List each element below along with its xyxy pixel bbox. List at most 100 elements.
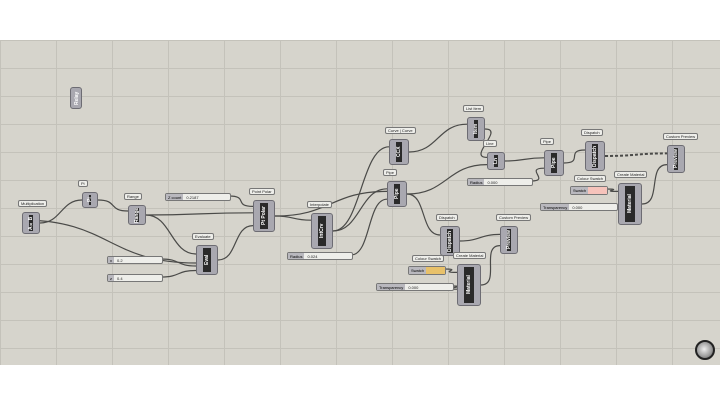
wire <box>605 188 619 192</box>
wire <box>21 219 197 264</box>
swatch2-color <box>426 267 445 274</box>
graph-component[interactable]: Eval <box>196 245 218 275</box>
wire <box>504 157 545 162</box>
item-component-name: Item <box>473 120 479 138</box>
pi-component[interactable]: Pi <box>82 192 98 208</box>
ccx-component-name: CCX <box>396 142 402 162</box>
wire <box>408 123 468 153</box>
intcrv-component-name: IntCrv <box>318 216 326 246</box>
pipe2-component-name: Pipe <box>551 153 557 173</box>
radius2-slider-value: 0.000 <box>487 179 498 185</box>
preview1-component-name: Preview <box>673 148 679 170</box>
transp1-slider-value: 0.000 <box>572 204 583 210</box>
pi-component-name: Pi <box>87 195 93 205</box>
dispatch1-label: Dispatch <box>581 129 603 136</box>
pipe1-component[interactable]: Pipe <box>387 181 407 207</box>
wire <box>480 245 501 286</box>
dispatch2-component[interactable]: Dispatch <box>440 226 460 256</box>
z-slider-label: z <box>108 275 114 281</box>
z-slider-value: 0.4 <box>117 275 123 281</box>
zcount-slider-label: Z count <box>166 194 184 200</box>
radius1-slider-label: Radius <box>288 253 305 259</box>
wire <box>350 198 388 256</box>
item-component[interactable]: Item <box>467 117 485 141</box>
transp1-slider-label: Transparency <box>541 204 570 210</box>
swatch2[interactable]: Swatch <box>408 266 446 275</box>
swatch1[interactable]: Swatch <box>570 186 608 195</box>
line-component-name: Ln <box>493 155 499 167</box>
preview2-label: Custom Preview <box>496 214 532 221</box>
material1-component[interactable]: Material <box>618 183 642 225</box>
swatch2-title: Colour Swatch <box>412 255 445 262</box>
material2-component[interactable]: Material <box>457 264 481 306</box>
wire <box>332 188 388 232</box>
navigation-widget-icon[interactable] <box>695 340 715 360</box>
line-label: Line <box>483 140 497 147</box>
pipe1-component-name: Pipe <box>394 184 400 204</box>
ptpolar-component-name: Pt Polar <box>260 203 268 229</box>
material1-label: Create Material <box>614 171 648 178</box>
dispatch1-component[interactable]: Dispatch <box>585 141 605 171</box>
ccx-component[interactable]: CCX <box>389 139 409 165</box>
wire <box>530 167 545 182</box>
intcrv-component[interactable]: IntCrv <box>311 213 333 249</box>
wire <box>604 152 668 157</box>
wire <box>274 215 312 221</box>
wire <box>459 233 501 242</box>
swatch1-title: Colour Swatch <box>574 175 607 182</box>
mult-label: Multiplication <box>18 200 48 207</box>
wire <box>160 269 197 278</box>
preview1-label: Custom Preview <box>663 133 699 140</box>
pipe2-label: Pipe <box>540 138 555 145</box>
wire <box>406 193 441 236</box>
transp2-slider-label: Transparency <box>377 284 406 290</box>
dispatch1-component-name: Dispatch <box>592 144 598 168</box>
graph-label: Evaluate <box>192 233 214 240</box>
wire <box>563 149 586 164</box>
preview2-component-name: Preview <box>506 229 512 251</box>
mult-component-name: A×B <box>28 215 34 231</box>
preview2-component[interactable]: Preview <box>500 226 518 254</box>
zcount-slider-value: 0.2187 <box>186 194 199 200</box>
wire <box>160 258 197 267</box>
ptpolar-label: Point Polar <box>249 188 275 195</box>
pi-label: Pi <box>78 180 88 187</box>
wire <box>406 164 488 195</box>
range-component-name: Range <box>134 207 140 223</box>
swatch1-label: Swatch <box>571 187 589 194</box>
ccx-label: Curve | Curve <box>385 127 416 134</box>
material2-label: Create Material <box>453 252 487 259</box>
preview1-component[interactable]: Preview <box>667 145 685 173</box>
pipe1-label: Pipe <box>383 169 398 176</box>
ptpolar-component[interactable]: Pt Polar <box>253 200 275 232</box>
graph-component-name: Eval <box>203 248 211 272</box>
x-slider-value: 0.2 <box>117 257 123 263</box>
material1-component-name: Material <box>625 186 635 222</box>
range-component[interactable]: Range <box>128 205 146 225</box>
item-label: List Item <box>463 105 485 112</box>
swatch2-label: Swatch <box>409 267 427 274</box>
wire <box>97 199 129 212</box>
line-component[interactable]: Ln <box>487 152 505 170</box>
wire <box>332 146 390 232</box>
relay-component[interactable]: Relay <box>70 87 82 109</box>
x-slider-label: x <box>108 257 114 263</box>
mult-component[interactable]: A×B <box>22 212 40 234</box>
swatch1-color <box>588 187 607 194</box>
wire <box>145 214 197 255</box>
range-label: Range <box>124 193 142 200</box>
pipe2-component[interactable]: Pipe <box>544 150 564 176</box>
wire <box>228 195 254 207</box>
material2-component-name: Material <box>464 267 474 303</box>
dispatch2-component-name: Dispatch <box>447 229 453 253</box>
wire <box>145 212 254 216</box>
wire <box>39 199 83 224</box>
